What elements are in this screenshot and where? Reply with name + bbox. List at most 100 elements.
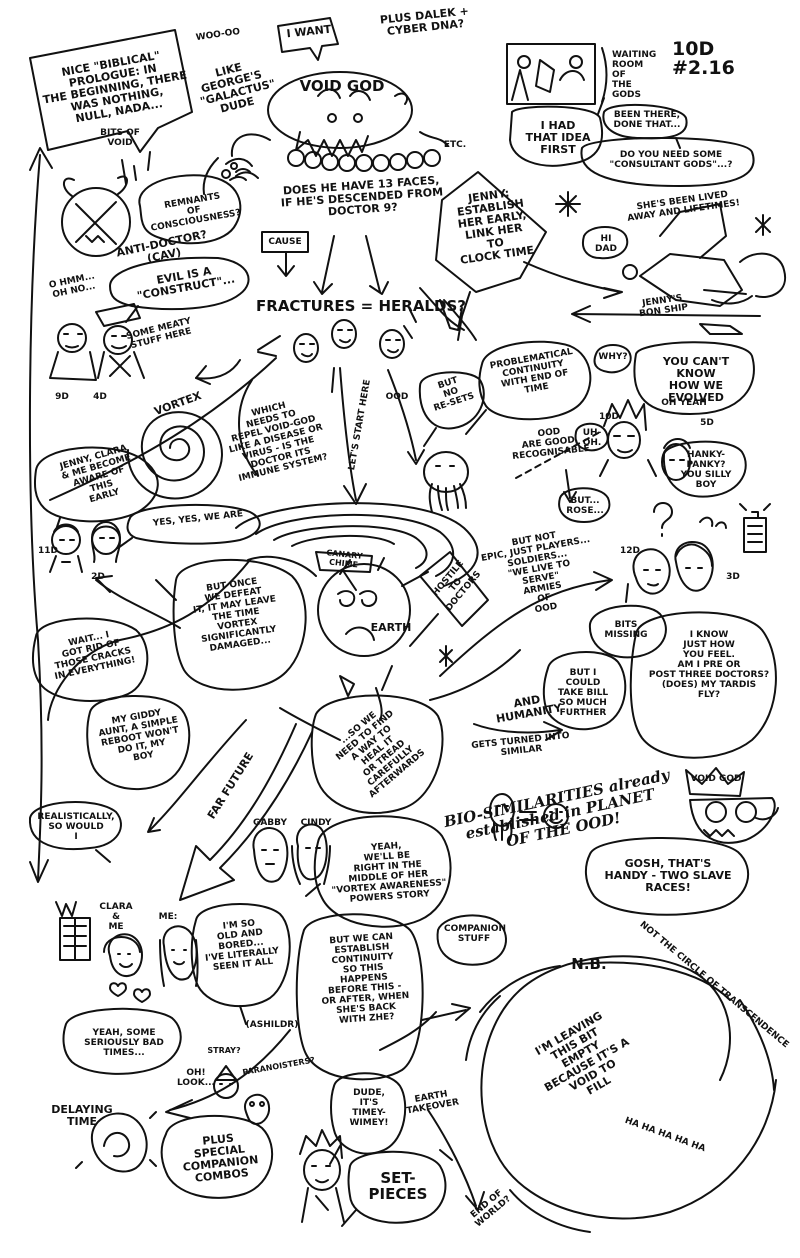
hanky-bubble [662, 440, 747, 498]
prologue-box [29, 29, 193, 153]
jenny-establish-text: JENNY: ESTABLISH HER EARLY, LINK HER TO … [456, 186, 535, 267]
realistically-bubble [28, 801, 122, 851]
bits-missing-bubble [588, 604, 667, 659]
label-11d: 11D [38, 546, 58, 556]
heal-bubble [310, 694, 444, 814]
label-3d: 3D [726, 572, 740, 582]
thirteen-faces [287, 149, 441, 172]
delaying-label: DELAYING TIME [51, 1103, 113, 1128]
jenny-sign [435, 171, 547, 293]
defeat-bubble [172, 558, 307, 691]
clara-me-label: CLARA & ME [99, 902, 133, 932]
label-4d: 4D [93, 392, 107, 402]
consultant-bubble [580, 137, 755, 187]
gosh-text: GOSH, THAT'S HANDY - TWO SLAVE RACES! [604, 857, 732, 894]
uh-oh-text: UH- OH. [582, 428, 602, 448]
crossed-face [61, 187, 131, 257]
lets-start-arrow [339, 367, 357, 501]
nb-text: N.B. [571, 955, 607, 973]
void-god-head [267, 71, 413, 149]
problematical-bubble [478, 340, 592, 421]
hostile-sign [419, 551, 489, 627]
earth-globe [317, 563, 411, 657]
doctor-4-hat [95, 303, 141, 327]
special-bubble [160, 1114, 274, 1199]
doctor-5-head [661, 443, 691, 481]
cause-label: CAUSE [268, 237, 302, 247]
void-god-title: VOID GOD [299, 77, 385, 95]
set-pieces-bubble [347, 1150, 447, 1224]
left-vertical-arrow [28, 154, 43, 881]
middle-of-text: YEAH, WE'LL BE RIGHT IN THE MIDDLE OF HE… [331, 841, 447, 905]
stray-text: STRAY? [207, 1046, 241, 1055]
establish-text: BUT WE CAN ESTABLISH CONTINUITY SO THIS … [321, 931, 410, 1026]
ood-arrow-label: OOD [385, 392, 409, 402]
old-bored-bubble [190, 903, 291, 1008]
cant-know-bubble [633, 341, 755, 415]
void-god-crown [685, 767, 745, 797]
bits-of-void-text: BITS OF VOID [100, 128, 140, 148]
companion-arrow [379, 1011, 437, 1051]
but-no-resets-bubble [418, 371, 485, 430]
doctor-9-head [57, 323, 87, 353]
label-2d: 2D [91, 572, 105, 582]
middle-of-bubble [313, 815, 452, 928]
realistically-text: REALISTICALLY, SO WOULD I [37, 812, 115, 842]
been-there-text: BEEN THERE, DONE THAT... [613, 110, 681, 130]
i-want-bubble [277, 17, 339, 61]
smiley-face [543, 803, 569, 829]
doctor-10-hair [603, 399, 647, 431]
old-bored-text: I'M SO OLD AND BORED... I'VE LITERALLY S… [204, 918, 280, 974]
tardis-icon [743, 517, 767, 553]
gods-panel [506, 43, 596, 105]
void-spiral [480, 955, 777, 1220]
waiting-room-text: WAITING ROOM OF THE GODS [612, 50, 657, 100]
label-5d: 5D [700, 418, 714, 428]
jenny-ship [639, 253, 743, 307]
ashildr-label: (ASHILDR) [245, 1020, 299, 1030]
dude-text: DUDE, IT'S TIMEY- WIMEY! [349, 1088, 389, 1128]
vortex-cone [235, 502, 479, 587]
doctor-bottom-hair [299, 1129, 343, 1159]
label-10d: 10D [599, 412, 619, 422]
companion-text: COMPANION STUFF [444, 924, 507, 944]
doctor-12-head [632, 548, 671, 595]
establish-bubble [295, 913, 424, 1081]
remnants-bubble [138, 174, 242, 245]
cant-know-text: YOU CAN'T KNOW HOW WE EVOLVED [662, 355, 730, 404]
seriously-bad-bubble [62, 1007, 182, 1075]
herald-faces [293, 319, 405, 363]
oh-look-text: OH! LOOK... [177, 1068, 215, 1088]
gabby-head [252, 827, 289, 883]
cindy-label: CINDY [300, 818, 332, 828]
hanky-text: HANKY-PANKY? YOU SILLY BOY [680, 450, 732, 490]
hi-dad-text: HI DAD [595, 234, 617, 254]
blob-figure [243, 1093, 270, 1125]
why-text: WHY? [598, 352, 628, 362]
earth-label: EARTH [370, 621, 412, 634]
jenny-clara-bubble [34, 446, 159, 523]
take-bill-bubble [542, 651, 627, 731]
canary-bubble [315, 551, 373, 573]
consultant-text: DO YOU NEED SOME "CONSULTANT GODS"...? [609, 150, 733, 170]
why-bubble [593, 344, 632, 374]
giddy-bubble [86, 694, 191, 791]
vortex-spiral [126, 411, 223, 500]
oh-yeah-text: OH YEAH [661, 398, 707, 408]
but-rose-text: BUT... ROSE... [566, 496, 604, 516]
but-rose-bubble [558, 487, 611, 523]
know-feel-bubble [629, 611, 777, 759]
label-12d: 12D [620, 546, 640, 556]
clara-face [107, 933, 143, 977]
cracks-bubble [31, 617, 149, 702]
dude-bubble [330, 1072, 407, 1155]
etc-text: ETC. [443, 140, 467, 150]
me-label: ME: [158, 912, 178, 922]
pyramid-head [215, 1065, 237, 1081]
idea-first-text: I HAD THAT IDEA FIRST [525, 119, 591, 156]
know-feel-text: I KNOW JUST HOW YOU FEEL. AM I PRE OR PO… [648, 630, 770, 700]
been-there-bubble [602, 103, 688, 140]
idea-first-bubble [509, 105, 604, 167]
